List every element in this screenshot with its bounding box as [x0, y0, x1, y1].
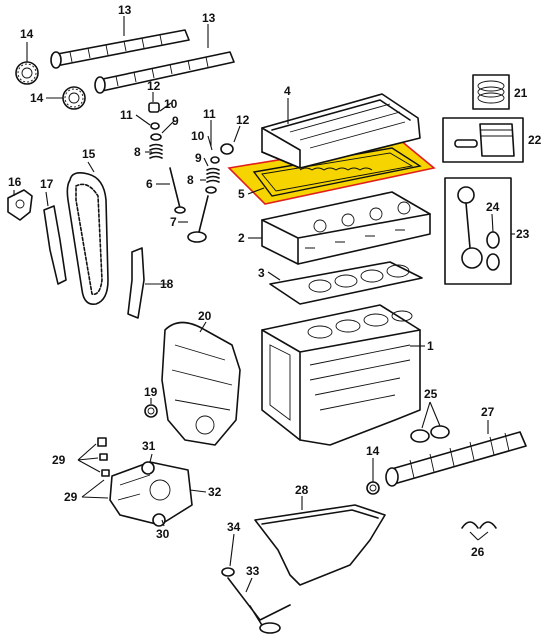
cylinder-head[interactable] — [261, 191, 431, 265]
callout-14a: 14 — [20, 27, 34, 41]
timing-cover[interactable] — [161, 321, 241, 446]
callout-8a: 8 — [134, 145, 141, 159]
callout-2: 2 — [238, 231, 245, 245]
valve-6 — [169, 167, 181, 209]
callout-labels: 13 13 14 14 12 11 10 9 8 6 7 11 10 12 9 … — [8, 3, 542, 578]
callout-19: 19 — [144, 385, 158, 399]
chain-tensioner[interactable] — [7, 189, 33, 221]
pickup-gasket[interactable] — [221, 567, 235, 577]
callout-31: 31 — [142, 439, 156, 453]
callout-12b: 12 — [236, 113, 250, 127]
valve-spring-8 — [149, 143, 163, 159]
callout-29b: 29 — [64, 490, 78, 504]
valve-train-right[interactable] — [187, 143, 234, 243]
plugs[interactable] — [97, 437, 110, 477]
callout-27: 27 — [481, 405, 495, 419]
cam-sprocket-1[interactable] — [15, 61, 39, 85]
callout-15: 15 — [82, 147, 96, 161]
valve-train-left[interactable] — [148, 102, 186, 214]
oil-pump[interactable] — [109, 461, 193, 526]
callout-8b: 8 — [187, 173, 194, 187]
chain-guide-left[interactable] — [43, 205, 67, 285]
callout-5: 5 — [238, 187, 245, 201]
engine-block[interactable] — [261, 304, 421, 446]
crankshaft[interactable] — [385, 431, 527, 487]
callout-14c: 14 — [366, 444, 380, 458]
connecting-rod-box[interactable] — [444, 177, 512, 285]
valve-7 — [198, 195, 209, 233]
camshaft-lower[interactable] — [94, 51, 235, 94]
callout-17: 17 — [40, 177, 54, 191]
piston-rings-box[interactable] — [472, 74, 510, 110]
callout-28: 28 — [295, 483, 309, 497]
oil-pump-seal[interactable] — [152, 513, 166, 527]
callout-30: 30 — [156, 527, 170, 541]
oil-pump-rotor[interactable] — [141, 461, 155, 475]
valve-spring-8b — [206, 167, 220, 183]
main-bearings[interactable] — [410, 425, 450, 443]
lifter-12 — [148, 102, 160, 113]
callout-25: 25 — [424, 387, 438, 401]
leader-lines — [13, 16, 515, 593]
callout-34: 34 — [227, 520, 241, 534]
callout-10a: 10 — [164, 97, 178, 111]
callout-3: 3 — [258, 266, 265, 280]
callout-24: 24 — [486, 200, 500, 214]
head-gasket[interactable] — [269, 261, 423, 305]
callout-1: 1 — [427, 339, 434, 353]
callout-29a: 29 — [52, 453, 66, 467]
callout-32: 32 — [208, 485, 222, 499]
oil-pickup[interactable] — [227, 577, 291, 634]
callout-18: 18 — [160, 277, 174, 291]
callout-9a: 9 — [172, 114, 179, 128]
callout-12a: 12 — [147, 79, 161, 93]
callout-33: 33 — [246, 564, 260, 578]
callout-22: 22 — [528, 133, 542, 147]
cam-sprocket-2[interactable] — [62, 86, 86, 110]
callout-10b: 10 — [191, 129, 205, 143]
callout-13a: 13 — [118, 3, 132, 17]
callout-16: 16 — [8, 175, 22, 189]
callout-11a: 11 — [120, 108, 133, 122]
callout-9b: 9 — [195, 151, 202, 165]
timing-chain[interactable] — [66, 172, 109, 306]
callout-26: 26 — [471, 545, 485, 559]
callout-4: 4 — [284, 84, 291, 98]
camshaft-upper[interactable] — [50, 29, 190, 69]
oil-pan[interactable] — [254, 504, 386, 586]
crank-seal[interactable] — [144, 404, 158, 418]
callout-13b: 13 — [202, 11, 216, 25]
callout-21: 21 — [514, 86, 528, 100]
crank-sprocket[interactable] — [366, 481, 380, 495]
callout-14b: 14 — [30, 91, 44, 105]
callout-6: 6 — [146, 177, 153, 191]
callout-23: 23 — [516, 227, 530, 241]
piston-box[interactable] — [442, 117, 524, 163]
chain-guide-right[interactable] — [127, 247, 145, 319]
callout-20: 20 — [198, 309, 212, 323]
callout-7: 7 — [170, 215, 177, 229]
thrust-washers[interactable] — [461, 521, 497, 529]
callout-11b: 11 — [203, 107, 216, 121]
valve-cover[interactable] — [261, 93, 421, 169]
